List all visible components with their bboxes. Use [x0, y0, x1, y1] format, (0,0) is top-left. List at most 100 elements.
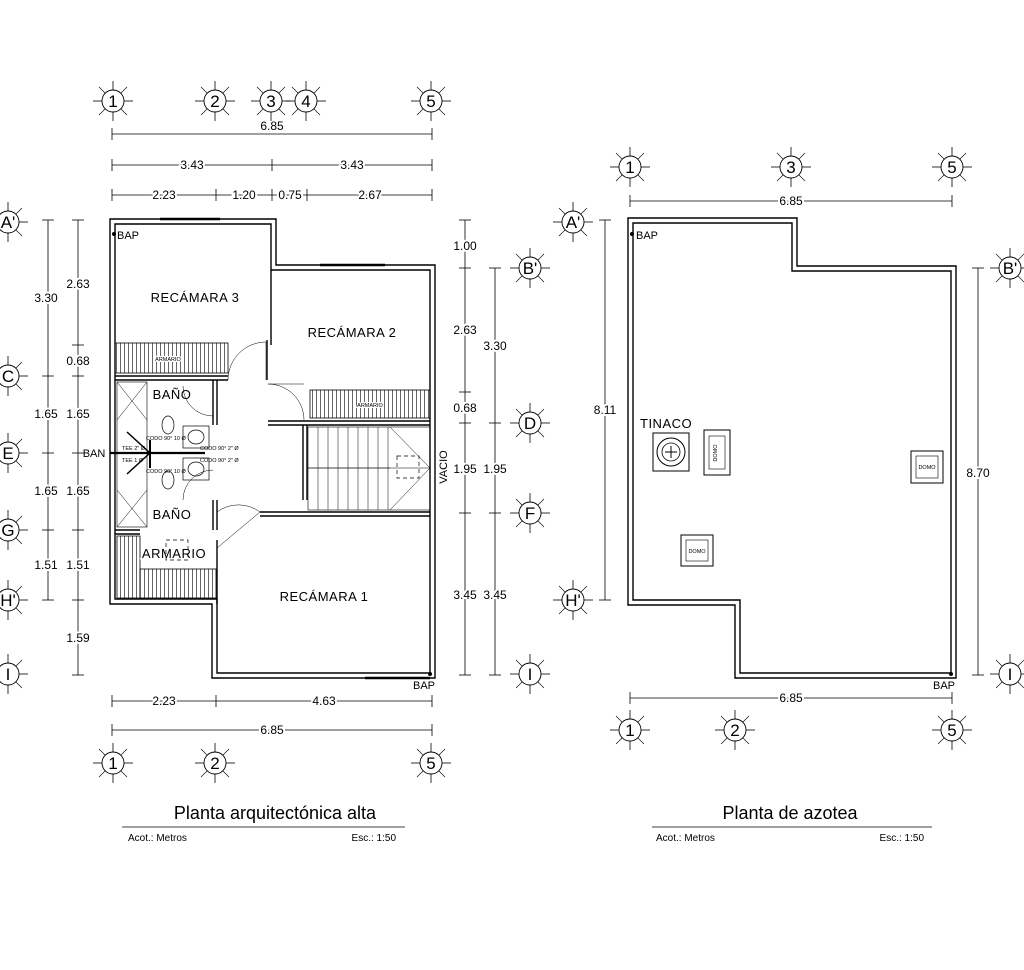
bathroom-fixtures: CODO 90° 10 Ø CODO 90° 2" Ø TEE 2" Ø COD… — [110, 381, 239, 528]
axis-bubble: A' — [0, 201, 29, 243]
axis-bubble: G — [0, 509, 29, 551]
roof-bap-top: BAP — [636, 230, 658, 242]
axis-bubble: 5 — [931, 709, 973, 751]
roof-plan: 1 3 5 6.85 A' H' 8.11 B' I 8.70 BAP BAP … — [552, 146, 1024, 844]
axis-bubble: 3 — [250, 80, 292, 122]
pipe-note: CODO 90° 10 Ø — [146, 436, 187, 442]
closet-hatch — [139, 568, 217, 599]
dim-bottom-part: 4.63 — [312, 694, 336, 708]
svg-text:3: 3 — [266, 92, 275, 111]
axis-bubble: 2 — [194, 742, 236, 784]
svg-text:A': A' — [1, 213, 16, 232]
svg-text:G: G — [1, 521, 14, 540]
upper-walls — [109, 217, 436, 680]
svg-text:2: 2 — [210, 92, 219, 111]
svg-text:B': B' — [523, 259, 538, 278]
svg-text:I: I — [6, 665, 11, 684]
dim-left-inner: 1.51 — [66, 558, 90, 572]
downpipe-mark — [949, 672, 953, 676]
svg-text:3: 3 — [786, 158, 795, 177]
tinaco-label: TINACO — [640, 416, 692, 431]
dim-left-inner: 1.65 — [66, 484, 90, 498]
upper-bottom-dimensions: 2.23 4.63 6.85 — [111, 692, 433, 739]
axis-bubble: I — [509, 653, 551, 695]
axis-bubble: I — [0, 653, 29, 695]
svg-text:5: 5 — [426, 92, 435, 111]
axis-bubble: H' — [552, 579, 594, 621]
dim-right-inner: 1.00 — [453, 239, 477, 253]
svg-text:1: 1 — [625, 158, 634, 177]
svg-text:B': B' — [1003, 259, 1018, 278]
skylight-3: DOMO — [680, 534, 714, 567]
closet-hatch — [309, 389, 431, 419]
axis-bubble: D — [509, 402, 551, 444]
axis-bubble: 1 — [92, 80, 134, 122]
upper-bottom-axes: 1 2 5 — [92, 742, 452, 784]
tinaco-icon — [656, 437, 686, 467]
axis-bubble: 1 — [609, 146, 651, 188]
axis-bubble: 2 — [194, 80, 236, 122]
dim-left-outer: 1.65 — [34, 407, 58, 421]
skylight-2: DOMO — [910, 450, 944, 484]
room-label-bano-top: BAÑO — [153, 387, 192, 402]
upper-top-axes: 1 2 3 4 5 — [92, 80, 452, 122]
ban-label: BAN — [83, 448, 106, 460]
dim-part-3: 0.75 — [278, 188, 302, 202]
svg-text:1: 1 — [108, 92, 117, 111]
pipe-note: TEE 2" Ø — [122, 446, 146, 452]
room-label-armario: ARMARIO — [142, 546, 206, 561]
axis-bubble: 5 — [410, 80, 452, 122]
dim-bottom-part: 2.23 — [152, 694, 176, 708]
dim-total-top: 6.85 — [260, 119, 284, 133]
svg-text:H': H' — [565, 591, 581, 610]
dim-right-outer: 3.45 — [483, 588, 507, 602]
doors — [182, 341, 305, 549]
upper-right-dimensions: 1.00 2.63 0.68 1.95 3.45 3.30 1.95 3.45 — [451, 219, 509, 676]
axis-bubble: 4 — [285, 80, 327, 122]
roof-bap-bottom: BAP — [933, 680, 955, 692]
plan-title-upper: Planta arquitectónica alta — [174, 803, 377, 823]
svg-text:I: I — [528, 665, 533, 684]
axis-bubble: 3 — [770, 146, 812, 188]
svg-text:1: 1 — [625, 721, 634, 740]
upper-floor-plan: 1 2 3 4 5 6.85 3.43 3.43 2.23 1.20 0.75 … — [0, 80, 551, 844]
dim-right-inner: 2.63 — [453, 323, 477, 337]
closet-hatch — [116, 535, 141, 599]
upper-right-axes: B' D F I — [509, 247, 551, 695]
staircase — [307, 426, 431, 511]
room-label-bano-bottom: BAÑO — [153, 507, 192, 522]
axis-bubble: 5 — [931, 146, 973, 188]
vacio-label: VACIO — [438, 450, 450, 484]
units-note-roof: Acot.: Metros — [656, 833, 715, 844]
svg-text:2: 2 — [730, 721, 739, 740]
roof-dim-right: 8.70 — [966, 466, 990, 480]
svg-text:5: 5 — [947, 158, 956, 177]
axis-bubble: A' — [552, 201, 594, 243]
axis-bubble: E — [0, 432, 29, 474]
dim-left-outer: 3.30 — [34, 291, 58, 305]
closet-label: ARMARIO — [155, 357, 181, 363]
upper-left-dimensions: 3.30 1.65 1.65 1.51 2.63 0.68 1.65 1.65 … — [32, 219, 92, 676]
dashed-marker — [165, 539, 189, 561]
roof-dim-left: 8.11 — [594, 403, 617, 417]
closet-hatch — [114, 342, 229, 374]
axis-bubble: F — [509, 492, 551, 534]
pipe-note: CODO 90° 10 Ø — [146, 469, 187, 475]
dim-right-outer: 3.30 — [483, 339, 507, 353]
pipe-note: TEE 1 Ø — [122, 458, 144, 464]
dim-right-inner: 1.95 — [453, 462, 477, 476]
closet-label: ARMARIO — [357, 403, 383, 409]
room-label-recamara-1: RECÁMARA 1 — [280, 589, 369, 604]
axis-bubble: B' — [509, 247, 551, 289]
dim-left-inner: 1.65 — [66, 407, 90, 421]
dim-left-outer: 1.51 — [34, 558, 58, 572]
room-label-recamara-2: RECÁMARA 2 — [308, 325, 397, 340]
skylight-1: DOMO — [703, 429, 731, 476]
svg-text:C: C — [2, 367, 14, 386]
skylight-label: DOMO — [918, 465, 936, 471]
dim-bottom-total: 6.85 — [260, 723, 284, 737]
pipe-note: CODO 90° 2" Ø — [200, 458, 239, 464]
dim-right-inner: 3.45 — [453, 588, 477, 602]
